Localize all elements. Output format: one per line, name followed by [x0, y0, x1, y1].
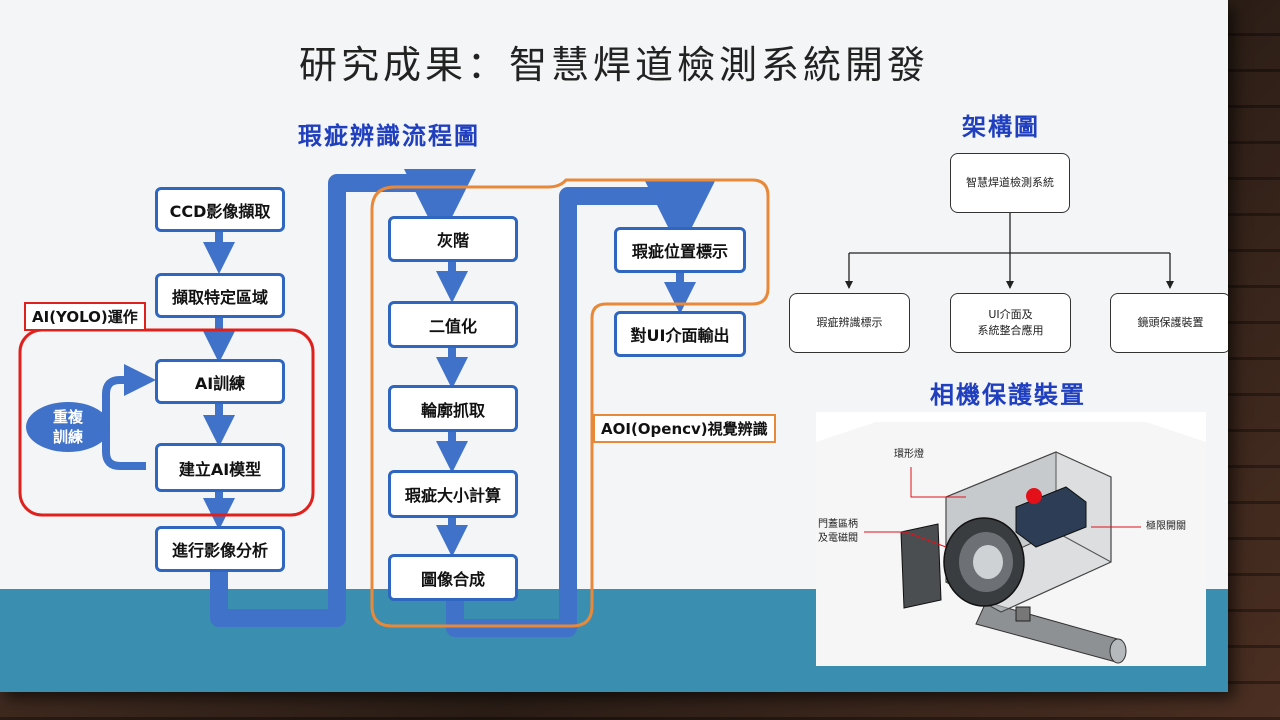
- flow-connectors: [18, 169, 1174, 637]
- arch-child-defect: 瑕疵辨識標示: [789, 293, 910, 353]
- arch-root: 智慧焊道檢測系統: [950, 153, 1070, 213]
- arch-child-lens: 鏡頭保護裝置: [1110, 293, 1228, 353]
- repeat-training-label: 重複 訓練: [26, 402, 110, 452]
- node-image-analysis: 進行影像分析: [155, 526, 285, 572]
- node-defect-size: 瑕疵大小計算: [388, 470, 518, 518]
- aoi-opencv-tag: AOI(Opencv)視覺辨識: [593, 414, 776, 443]
- label-limit-switch: 極限開關: [1146, 521, 1186, 532]
- node-grayscale: 灰階: [388, 216, 518, 262]
- node-ai-training: AI訓練: [155, 359, 285, 404]
- camera-enclosure-drawing: [816, 422, 1206, 666]
- camera-enclosure-image: 環形燈 門蓋區柄 及電磁閥 極限開關: [816, 412, 1206, 666]
- flow-heading: 瑕疵辨識流程圖: [298, 122, 480, 150]
- node-image-compose: 圖像合成: [388, 554, 518, 601]
- architecture-heading: 架構圖: [962, 113, 1040, 141]
- node-contour: 輪廓抓取: [388, 385, 518, 432]
- node-region-extract: 擷取特定區域: [155, 273, 285, 318]
- label-door: 門蓋區柄 及電磁閥: [818, 519, 858, 544]
- ai-yolo-tag: AI(YOLO)運作: [24, 302, 146, 331]
- device-heading: 相機保護裝置: [930, 381, 1086, 409]
- label-ring-light: 環形燈: [894, 449, 924, 460]
- slide-title: 研究成果：智慧焊道檢測系統開發: [298, 43, 929, 87]
- node-ccd-capture: CCD影像擷取: [155, 187, 285, 232]
- arch-child-ui: UI介面及 系統整合應用: [950, 293, 1071, 353]
- slide: 研究成果：智慧焊道檢測系統開發: [0, 0, 1228, 692]
- node-ui-output: 對UI介面輸出: [614, 311, 746, 357]
- node-defect-mark: 瑕疵位置標示: [614, 227, 746, 273]
- node-ai-model: 建立AI模型: [155, 443, 285, 492]
- node-binarize: 二值化: [388, 301, 518, 348]
